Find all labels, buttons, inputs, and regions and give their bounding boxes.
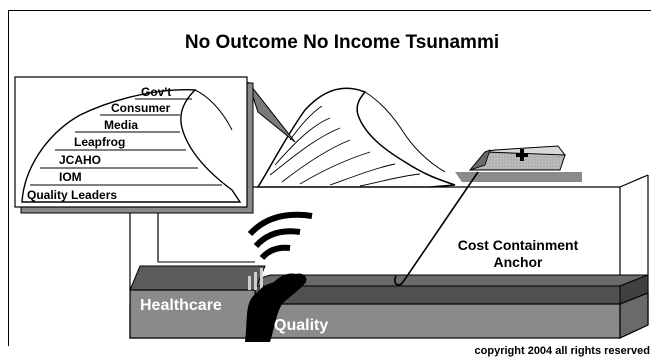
callout-pointer — [247, 81, 296, 143]
quality-label: Quality — [274, 317, 328, 334]
anchor-label-line1: Cost Containment — [458, 237, 579, 253]
callout-box — [14, 76, 254, 214]
anchor-label-line2: Anchor — [494, 254, 544, 270]
wave-label-consumer: Consumer — [111, 101, 171, 115]
wave-label-leapfrog: Leapfrog — [74, 135, 125, 149]
signal-arcs-icon — [247, 211, 313, 261]
copyright-text: copyright 2004 all rights reserved — [475, 345, 650, 357]
diagram-title: No Outcome No Income Tsunammi — [185, 32, 499, 53]
diagram-frame — [8, 10, 651, 346]
impact-blob — [245, 273, 307, 342]
wave-label-quality-leaders: Quality Leaders — [27, 188, 117, 202]
anchor-line — [394, 171, 479, 286]
tsunami-wave — [256, 87, 456, 188]
wave-label-iom: IOM — [59, 170, 82, 184]
first-aid-box-icon — [455, 145, 582, 182]
wave-label-media: Media — [104, 118, 138, 132]
wave-label-jcaho: JCAHO — [59, 153, 101, 167]
wave-label-govt: Gov't — [141, 85, 171, 99]
healthcare-label: Healthcare — [140, 297, 222, 314]
